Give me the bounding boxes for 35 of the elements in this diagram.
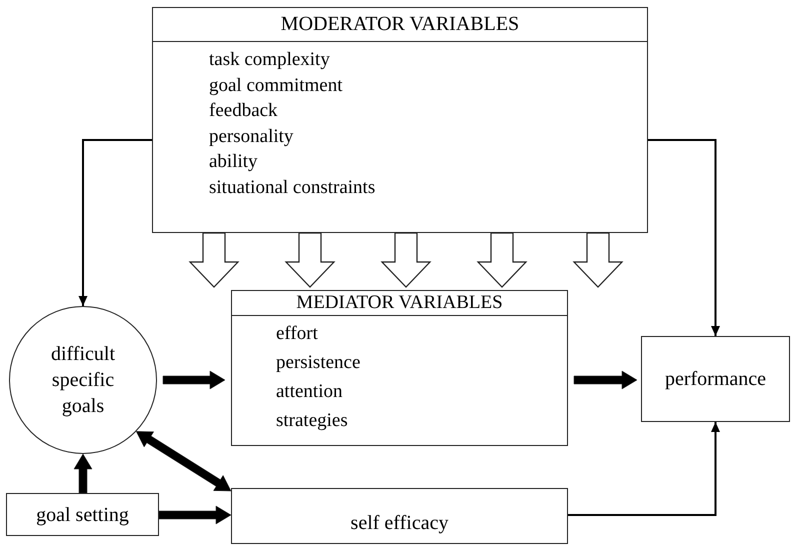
block-arrow bbox=[284, 232, 336, 288]
block-arrow bbox=[380, 232, 432, 288]
panel-heading: MODERATOR VARIABLES bbox=[153, 8, 647, 42]
process-box bbox=[6, 493, 159, 536]
arrow bbox=[574, 370, 638, 390]
variable-item: personality bbox=[209, 126, 294, 148]
variable-item: attention bbox=[276, 381, 342, 403]
variable-item: situational constraints bbox=[209, 176, 376, 198]
variable-item: task complexity bbox=[209, 49, 330, 71]
arrow bbox=[74, 454, 92, 494]
variable-item: ability bbox=[209, 151, 258, 173]
arrow bbox=[162, 370, 226, 390]
node-label: self efficacy bbox=[350, 511, 448, 536]
variable-item: persistence bbox=[276, 352, 360, 374]
block-arrow bbox=[476, 232, 528, 288]
variable-item: strategies bbox=[276, 410, 348, 432]
node-label: performance bbox=[664, 367, 766, 392]
block-arrow bbox=[188, 232, 240, 288]
arrow bbox=[136, 431, 232, 492]
process-box bbox=[231, 488, 568, 544]
variables-panel bbox=[152, 7, 648, 233]
node-label: difficult specific goals bbox=[50, 342, 116, 419]
variable-item: goal commitment bbox=[209, 74, 343, 96]
variable-item: effort bbox=[276, 323, 318, 345]
arrow bbox=[78, 139, 152, 306]
arrow bbox=[158, 506, 232, 524]
node-label: goal setting bbox=[36, 502, 129, 528]
panel-heading: MEDIATOR VARIABLES bbox=[232, 291, 567, 316]
goal-circle bbox=[9, 306, 157, 454]
variable-item: feedback bbox=[209, 100, 278, 122]
process-box bbox=[641, 336, 790, 422]
arrow bbox=[568, 422, 720, 516]
block-arrow bbox=[572, 232, 624, 288]
variables-panel bbox=[231, 290, 568, 446]
arrow bbox=[648, 139, 720, 336]
